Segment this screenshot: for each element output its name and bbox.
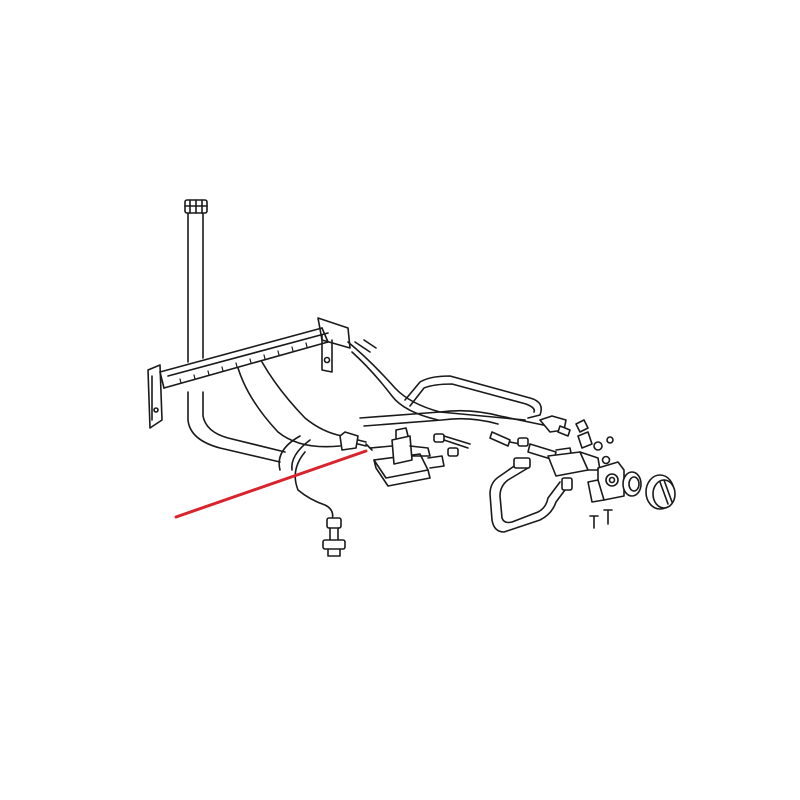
burner-support-rail — [147, 317, 351, 429]
gas-tap-spindle — [547, 419, 614, 477]
knob-mounting-bracket — [587, 461, 625, 503]
fixing-screws — [589, 509, 613, 529]
control-knob — [645, 474, 676, 510]
gas-control-valve — [365, 427, 445, 487]
upper-gas-pipe — [347, 339, 543, 421]
vertical-riser-pipe — [184, 199, 286, 463]
thermocouple-lead — [294, 451, 346, 557]
burner-tube — [237, 361, 367, 471]
bezel-ring — [622, 471, 642, 497]
highlight-pointer-line — [174, 449, 368, 519]
pilot-pipe-loop — [489, 457, 573, 533]
